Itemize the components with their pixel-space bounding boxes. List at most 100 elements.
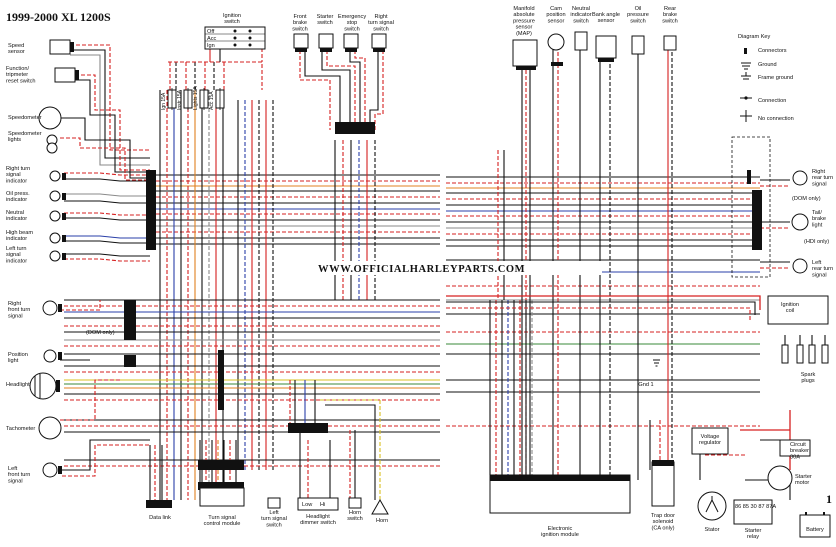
label-gnd1: Gnd 1 — [638, 382, 653, 388]
connector — [551, 62, 563, 66]
main-connector-left — [146, 170, 156, 250]
right-turn-switch-icon — [371, 33, 387, 49]
label-tachometer: Tachometer — [6, 426, 35, 432]
diagram-title: 1999-2000 XL 1200S — [6, 10, 111, 24]
position-light-icon — [43, 349, 57, 363]
speed-sensor-icon — [49, 39, 71, 55]
indicator-lamp-icon — [49, 210, 61, 222]
front-brake-switch-icon — [293, 33, 309, 49]
starter-motor-icon — [767, 465, 793, 491]
diagram-key-item: Ground — [758, 62, 777, 68]
label-oil-press: Oil press.indicator — [6, 191, 30, 203]
fuse-label: Acc 15A — [209, 91, 215, 110]
connector — [62, 235, 66, 242]
connector — [58, 304, 62, 312]
ground-symbol-icon — [653, 359, 660, 367]
wire — [60, 117, 150, 179]
contact-dot — [233, 29, 237, 33]
speedometer-icon — [38, 106, 62, 130]
wire — [60, 379, 120, 421]
contact-dot — [248, 43, 252, 47]
connector — [58, 466, 62, 474]
connector — [295, 48, 307, 52]
data-link-connector — [146, 500, 172, 508]
wire — [446, 301, 756, 315]
wire — [60, 439, 150, 471]
ignition-position-label: Off — [207, 29, 215, 35]
label-battery: Battery — [806, 527, 824, 533]
wire — [64, 193, 150, 197]
label-speedometer: Speedometer — [8, 115, 42, 121]
ignition-coil-icon — [767, 295, 829, 325]
wire — [64, 172, 150, 176]
rear-brake-switch-icon — [663, 35, 677, 51]
connector — [62, 173, 66, 180]
spark-plug-icon — [781, 344, 789, 364]
electronic-ignition-module-icon — [489, 474, 631, 514]
wire — [369, 50, 379, 130]
watermark-backdrop — [312, 261, 602, 275]
diagram-key-item: Connection — [758, 98, 786, 104]
indicator-lamp-icon — [49, 170, 61, 182]
wire — [320, 399, 381, 500]
relay-pin-labels: 86 85 30 87 87A — [735, 504, 776, 510]
indicator-lamp-icon — [49, 232, 61, 244]
front-connector — [124, 355, 136, 367]
starter-switch-icon — [318, 33, 334, 49]
cam-sensor-icon — [547, 33, 565, 51]
wire — [446, 295, 761, 310]
indicator-lamp-icon — [49, 190, 61, 202]
dom-hdi-boundary — [731, 136, 771, 278]
connector — [218, 350, 224, 410]
dimmer-position-label: Low — [302, 502, 313, 508]
wire — [64, 200, 150, 204]
stator-winding-icon — [705, 496, 719, 513]
wire — [70, 49, 150, 159]
wire — [60, 300, 101, 311]
wire — [321, 50, 351, 130]
connector — [345, 48, 357, 52]
connector — [598, 58, 614, 62]
fuse-label: Ign 15A — [161, 92, 167, 110]
wire — [446, 307, 751, 320]
diagram-key-item: Frame ground — [758, 75, 793, 81]
starter-relay-icon — [733, 499, 773, 525]
trap-door-solenoid-icon — [651, 461, 675, 507]
dimmer-position-label: Hi — [320, 502, 325, 508]
horn-icon — [371, 498, 389, 515]
connector — [75, 70, 79, 80]
spark-plug-icon — [808, 344, 816, 364]
neutral-switch-icon — [574, 31, 588, 51]
diagram-key-title: Diagram Key — [738, 34, 771, 40]
oil-pressure-switch-icon — [631, 35, 645, 55]
fuse-label: Instr 15A — [177, 89, 183, 110]
battery-icon — [799, 514, 831, 538]
label-dom-only-right: (DOM only) — [792, 196, 821, 202]
left-rear-turn-icon — [792, 258, 808, 274]
wire — [299, 50, 331, 130]
connection-dot-icon — [744, 96, 748, 100]
wire — [64, 258, 150, 262]
frame-ground-key-icon — [741, 72, 751, 80]
dimmer-switch-icon — [297, 497, 339, 511]
horn-switch-icon — [348, 497, 362, 509]
wire — [354, 50, 366, 130]
label-horn: Horn — [376, 518, 388, 524]
ignition-position-label: Acc — [207, 36, 217, 42]
